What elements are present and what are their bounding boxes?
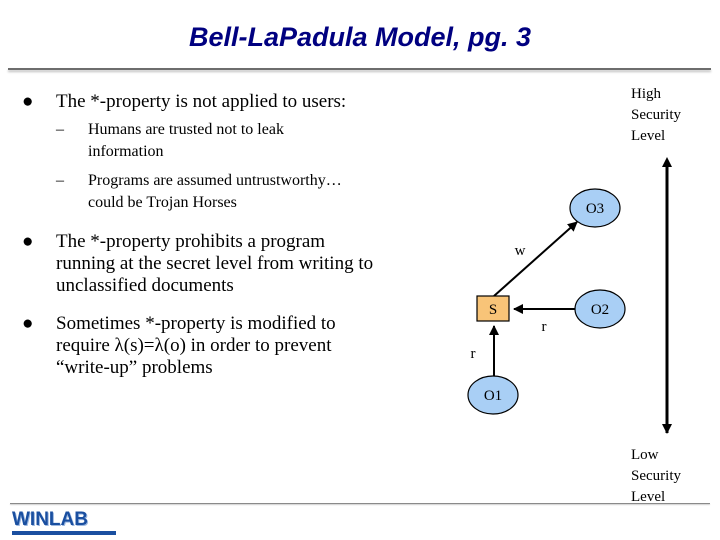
bullet-dot: ● (22, 231, 34, 252)
sub-bullet-item: – Programs are assumed untrustworthy… co… (22, 170, 353, 214)
object-node-o3 (569, 188, 621, 228)
write-arrow (493, 221, 578, 297)
bullet-text: The *-property is not applied to users: (56, 91, 347, 112)
winlab-logo: WINLAB (12, 510, 118, 536)
object-label-o1: O1 (484, 388, 502, 404)
bullet-item: ● The *-property is not applied to users… (22, 91, 387, 113)
sub-bullet-dash: – (56, 121, 64, 138)
edge-label-write: w (515, 243, 526, 259)
logo-bar (12, 531, 116, 535)
edge-label-read-o2: r (542, 319, 547, 335)
footer-divider (10, 503, 710, 504)
subject-node (476, 295, 510, 322)
sub-bullet-text: Programs are assumed untrustworthy… coul… (88, 172, 342, 211)
object-node-o2 (574, 289, 626, 329)
sub-bullet-item: – Humans are trusted not to leak informa… (22, 119, 353, 163)
sub-bullet-dash: – (56, 172, 64, 189)
logo-text: WINLAB (12, 509, 88, 530)
bullet-text: The *-property prohibits a program runni… (56, 231, 374, 296)
page-title: Bell-LaPadula Model, pg. 3 (188, 22, 532, 52)
subject-label: S (489, 302, 497, 318)
object-label-o3: O3 (586, 201, 604, 217)
high-security-label: High Security Level (631, 86, 681, 144)
bullet-item: ● The *-property prohibits a program run… (22, 231, 387, 297)
object-node-o1 (467, 375, 519, 415)
sub-bullet-text: Humans are trusted not to leak informati… (88, 121, 284, 160)
bullet-dot: ● (22, 91, 34, 112)
bullet-dot: ● (22, 313, 34, 334)
object-label-o2: O2 (591, 302, 609, 318)
bullet-list: ● The *-property is not applied to users… (22, 91, 387, 385)
title-divider (8, 68, 711, 70)
edge-label-read-o1: r (471, 346, 476, 362)
bullet-item: ● Sometimes *-property is modified to re… (22, 313, 387, 379)
bullet-text: Sometimes *-property is modified to requ… (56, 313, 336, 378)
low-security-label: Low Security Level (631, 447, 681, 505)
